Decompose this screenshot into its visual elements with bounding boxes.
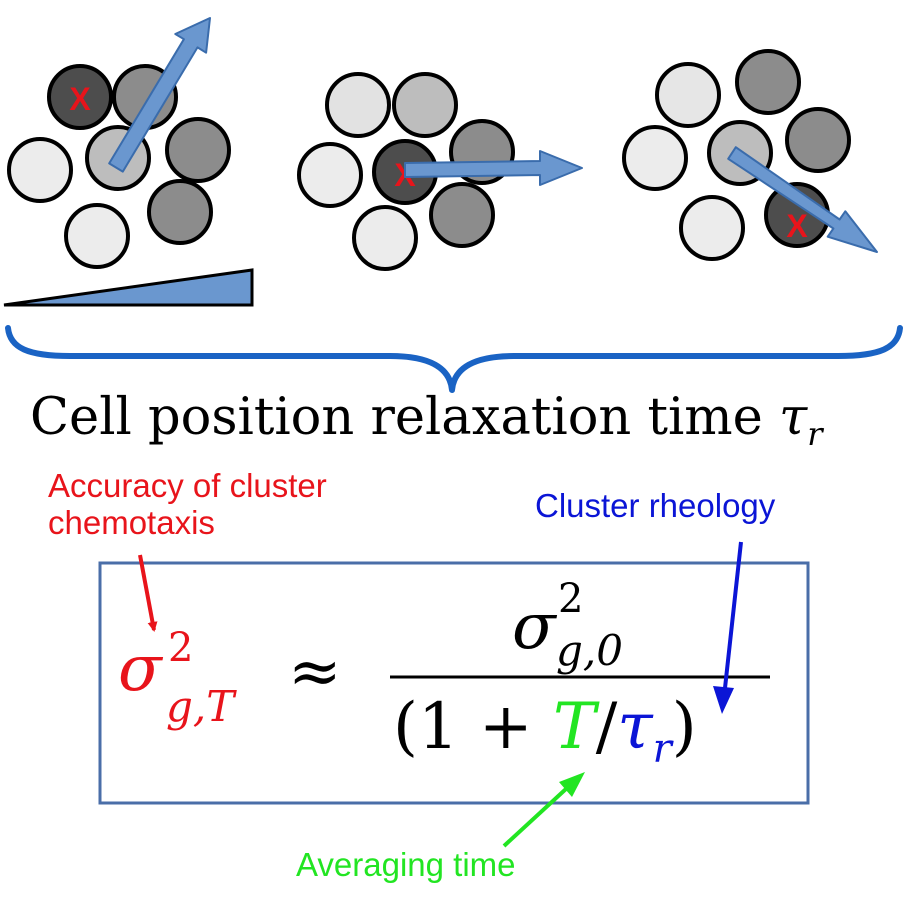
cell bbox=[622, 125, 688, 191]
cell-cluster-1 bbox=[7, 64, 231, 269]
accuracy-label-line1: Accuracy of cluster bbox=[48, 467, 327, 504]
cell bbox=[165, 117, 231, 183]
motion-arrow bbox=[727, 146, 878, 253]
motion-arrow bbox=[108, 17, 211, 173]
numerator-superscript: 2 bbox=[558, 576, 584, 622]
equation-box bbox=[98, 561, 810, 805]
cross-marker: X bbox=[786, 208, 808, 244]
cell bbox=[147, 179, 213, 245]
rheology-annotation: Cluster rheology bbox=[535, 487, 776, 524]
averaging-pointer-arrow bbox=[502, 772, 585, 848]
cell bbox=[7, 137, 73, 203]
numerator-subscript: g,0 bbox=[556, 626, 623, 675]
cell bbox=[64, 203, 130, 269]
denominator-open: (1 + bbox=[393, 690, 533, 764]
caption-text: Cell position relaxation time bbox=[30, 388, 763, 447]
rheology-tau-symbol: τr bbox=[617, 690, 672, 772]
cell bbox=[352, 205, 418, 271]
cell bbox=[392, 72, 458, 138]
cell bbox=[297, 142, 363, 208]
lhs-sigma: σ bbox=[118, 632, 162, 706]
cell bbox=[325, 72, 391, 138]
caption-tau-symbol: τr bbox=[779, 388, 823, 454]
averaging-annotation: Averaging time bbox=[296, 846, 516, 883]
gradient-wedge bbox=[3, 268, 254, 307]
cross-marker: X bbox=[69, 81, 91, 117]
denominator-slash: / bbox=[595, 690, 618, 764]
rheology-pointer-arrow bbox=[713, 541, 743, 714]
accuracy-pointer-arrow bbox=[138, 554, 158, 632]
relaxation-time-caption: Cell position relaxation time τr bbox=[30, 388, 823, 453]
cell bbox=[655, 62, 721, 128]
cell-cluster-2 bbox=[297, 72, 515, 271]
denominator-close: ) bbox=[671, 690, 697, 764]
curly-brace bbox=[5, 325, 903, 393]
approx-sign: ≈ bbox=[288, 635, 342, 709]
motion-arrow bbox=[404, 150, 583, 186]
averaging-time-symbol: T bbox=[553, 690, 596, 764]
lhs-subscript: g,T bbox=[166, 682, 235, 731]
cell bbox=[735, 49, 801, 115]
denominator: (1 + T/τr) bbox=[393, 690, 697, 772]
numerator-sigma: σ bbox=[512, 590, 556, 664]
accuracy-label-line2: chemotaxis bbox=[48, 504, 215, 541]
cell bbox=[429, 182, 495, 248]
cell bbox=[679, 195, 745, 261]
accuracy-annotation: Accuracy of cluster chemotaxis bbox=[48, 467, 327, 541]
cell bbox=[47, 64, 113, 130]
equation-lhs: σ bbox=[118, 632, 162, 706]
lhs-superscript: 2 bbox=[168, 625, 194, 671]
cell bbox=[785, 107, 851, 173]
